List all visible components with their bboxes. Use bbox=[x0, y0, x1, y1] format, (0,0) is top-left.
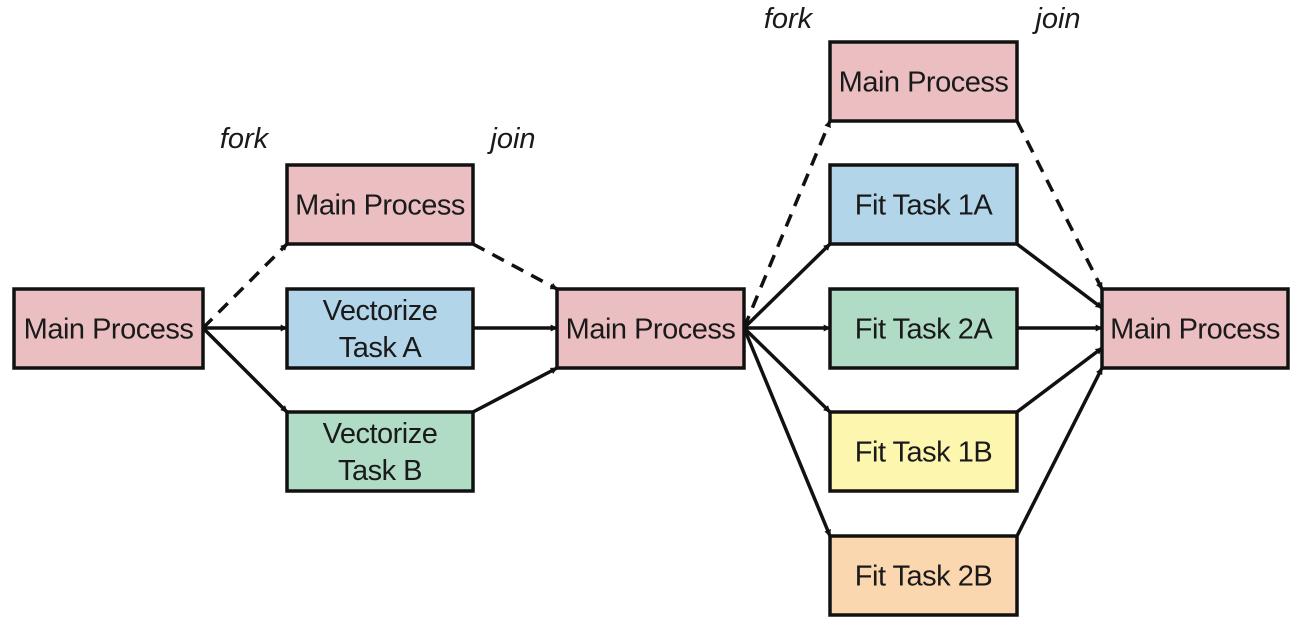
join2-label: join bbox=[1031, 3, 1080, 35]
node-label: Vectorize bbox=[323, 418, 438, 450]
node-label: Main Process bbox=[566, 314, 736, 346]
node-box bbox=[12, 287, 205, 370]
fork1-label: fork bbox=[220, 123, 270, 155]
arrow-main-3-to-fit-1b bbox=[742, 326, 832, 414]
node-box bbox=[828, 410, 1019, 493]
node-main-1: Main Process bbox=[12, 287, 205, 370]
node-label: Fit Task 2A bbox=[855, 314, 994, 346]
arrow-vec-b-to-main-3 bbox=[472, 366, 558, 414]
arrow-main-1-to-vec-b bbox=[201, 326, 289, 414]
arrow-main-3-to-main-4 bbox=[742, 120, 832, 329]
node-label: Fit Task 1A bbox=[855, 190, 994, 222]
node-label: Vectorize bbox=[323, 295, 438, 327]
arrow-main-3-to-fit-1a bbox=[742, 242, 832, 330]
labels-layer: fork join fork join bbox=[220, 3, 1081, 155]
node-label: Main Process bbox=[24, 314, 194, 346]
node-box bbox=[285, 163, 475, 246]
node-fit-1b: Fit Task 1B bbox=[828, 410, 1019, 493]
node-label: Task A bbox=[339, 332, 423, 364]
node-box bbox=[828, 287, 1019, 370]
fork2-label: fork bbox=[764, 3, 814, 35]
arrow-main-1-to-main-2 bbox=[201, 242, 289, 330]
arrow-main-4-to-main-5 bbox=[1015, 120, 1104, 290]
node-fit-2b: Fit Task 2B bbox=[828, 534, 1019, 617]
node-main-2: Main Process bbox=[285, 163, 475, 246]
node-main-4: Main Process bbox=[828, 40, 1019, 123]
node-label: Main Process bbox=[295, 190, 465, 222]
arrow-fit-1a-to-main-5 bbox=[1015, 242, 1104, 310]
join1-label: join bbox=[486, 123, 535, 155]
node-box bbox=[555, 287, 746, 370]
arrow-fit-1b-to-main-5 bbox=[1015, 346, 1104, 414]
node-box bbox=[1100, 287, 1290, 370]
arrow-fit-2b-to-main-5 bbox=[1015, 367, 1104, 537]
arrow-main-2-to-main-3 bbox=[472, 242, 558, 291]
node-fit-2a: Fit Task 2A bbox=[828, 287, 1019, 370]
node-fit-1a: Fit Task 1A bbox=[828, 163, 1019, 246]
node-box bbox=[828, 40, 1019, 123]
node-box bbox=[828, 534, 1019, 617]
node-label: Main Process bbox=[839, 67, 1009, 99]
node-box bbox=[285, 410, 475, 493]
node-label: Fit Task 1B bbox=[855, 437, 992, 469]
edges-layer bbox=[201, 120, 1104, 537]
node-box bbox=[285, 287, 475, 370]
node-box bbox=[828, 163, 1019, 246]
node-label: Fit Task 2B bbox=[855, 561, 992, 593]
node-label: Main Process bbox=[1110, 314, 1280, 346]
node-main-3: Main Process bbox=[555, 287, 746, 370]
node-main-5: Main Process bbox=[1100, 287, 1290, 370]
arrow-main-3-to-fit-2b bbox=[742, 327, 832, 537]
node-label: Task B bbox=[338, 455, 422, 487]
